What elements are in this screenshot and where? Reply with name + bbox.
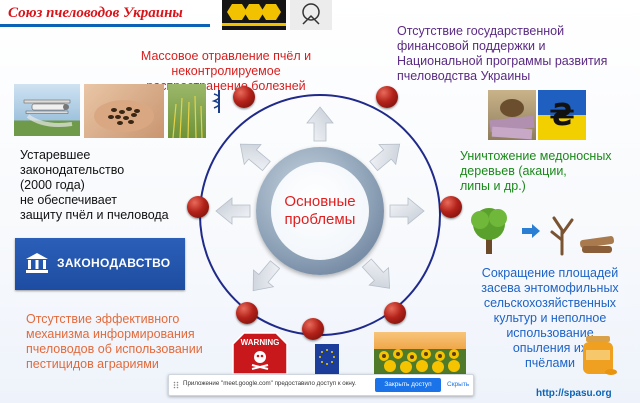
node-right bbox=[440, 196, 462, 218]
node-bottom-left bbox=[236, 302, 258, 324]
legislation-banner: ЗАКОНОДАВСТВО bbox=[15, 238, 185, 290]
hide-button[interactable]: Скрыть bbox=[447, 381, 470, 388]
node-bottom-right bbox=[384, 302, 406, 324]
bee-logo bbox=[222, 0, 286, 30]
building-icon bbox=[26, 253, 48, 273]
svg-text:₴: ₴ bbox=[549, 98, 575, 133]
dead-bees-photo bbox=[84, 84, 164, 138]
problem-trees: Уничтожение медоносных деревьев (акации,… bbox=[460, 149, 612, 193]
problem-crops: Сокращение площадей засева энтомофильных… bbox=[481, 266, 619, 370]
arrow-up-icon bbox=[306, 106, 334, 142]
share-message: Приложение "meet.google.com" предоставил… bbox=[183, 380, 357, 387]
arrow-down-left-icon bbox=[252, 260, 281, 292]
node-top-right bbox=[376, 86, 398, 108]
footer-link[interactable]: http://spasu.org bbox=[536, 388, 612, 399]
warning-label: WARNING bbox=[240, 338, 280, 347]
slide-title: Союз пчеловодов Украины bbox=[8, 5, 183, 21]
arrow-up-right-icon bbox=[369, 143, 401, 172]
center-title-line1: Основные bbox=[284, 193, 356, 210]
money-photo bbox=[488, 90, 536, 140]
arrow-up-left-icon bbox=[239, 143, 271, 172]
trees-image bbox=[470, 200, 620, 256]
title-underline bbox=[0, 24, 210, 27]
emblem-image bbox=[290, 0, 332, 30]
airplane-photo bbox=[14, 84, 80, 136]
drag-handle-icon[interactable] bbox=[173, 381, 179, 389]
sunflower-photo bbox=[374, 332, 466, 374]
arrow-down-right-icon bbox=[361, 258, 391, 289]
hryvnia-flag-image: ₴ bbox=[538, 90, 586, 140]
problem-pesticides: Отсутствие эффективного механизма информ… bbox=[26, 312, 203, 371]
screen-share-bar: Приложение "meet.google.com" предоставил… bbox=[168, 374, 474, 396]
node-top-left bbox=[233, 86, 255, 108]
node-bottom bbox=[302, 318, 324, 340]
warning-sign: WARNING bbox=[232, 332, 288, 374]
stop-sharing-button[interactable]: Закрыть доступ bbox=[375, 378, 441, 392]
legislation-label: ЗАКОНОДАВСТВО bbox=[57, 256, 171, 270]
node-left bbox=[187, 196, 209, 218]
medical-symbol-icon bbox=[208, 88, 230, 114]
problem-legislation: Устаревшее законодательство (2000 года) … bbox=[20, 148, 169, 222]
eu-flag-image bbox=[315, 344, 339, 374]
problem-no-support: Отсутствие государственной финансовой по… bbox=[397, 24, 608, 83]
arrow-right-icon bbox=[389, 197, 425, 225]
center-title-line2: проблемы bbox=[284, 211, 356, 228]
center-hub: Основные проблемы bbox=[271, 162, 369, 260]
honey-jar-image bbox=[578, 332, 618, 378]
field-photo bbox=[168, 84, 206, 138]
arrow-left-icon bbox=[215, 197, 251, 225]
